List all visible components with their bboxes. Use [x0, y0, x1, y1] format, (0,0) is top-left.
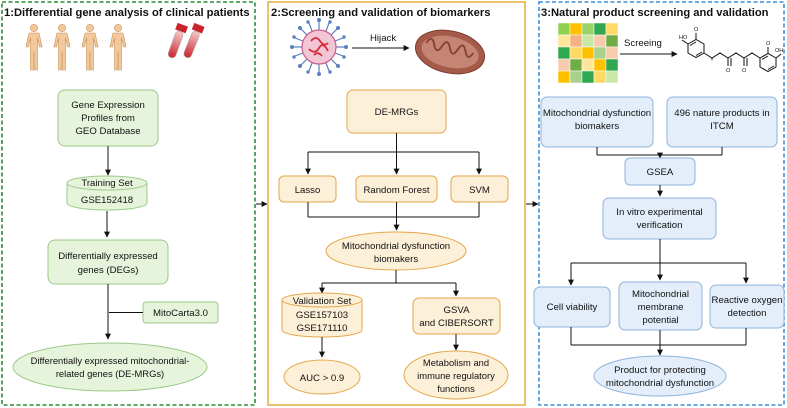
human-silhouette-icon [25, 24, 127, 71]
training-line1: Training Set [81, 178, 133, 189]
ros-line1: Reactive oxygen [712, 295, 783, 306]
panel1-title: 1:Differential gene analysis of clinical… [4, 7, 250, 19]
invitro-box [602, 197, 717, 240]
validation-line2: GSE157103 [296, 310, 348, 321]
mitocarta-label: MitoCarta3.0 [153, 308, 208, 319]
biomarkers-line2: biomakers [374, 254, 418, 265]
random-forest-label: Random Forest [363, 185, 429, 196]
product-line1: Product for protecting [614, 365, 706, 376]
mmp-line1: Mitochondrial [632, 289, 689, 300]
demrgs-line2: related genes (DE-MRGs) [56, 368, 164, 379]
metabolism-ellipse [403, 350, 509, 400]
svm-label: SVM [469, 185, 490, 196]
demrgs-line1: Differentially expressed mitochondrial- [31, 355, 190, 366]
mmp-line2: membrane [638, 302, 684, 313]
validation-set-cylinder [281, 292, 363, 338]
mitochondrion-icon [414, 29, 486, 75]
curcumin-o-mid2: O [742, 68, 747, 74]
panel3-title: 3:Natural product screening and validati… [541, 7, 769, 19]
invitro-line1: In vitro experimental [616, 207, 702, 218]
itcm-line1: 496 nature products in [674, 108, 769, 119]
cell-label: Cell viability [547, 302, 598, 313]
degs-line2: genes (DEGs) [78, 265, 139, 276]
mmp-line3: potential [642, 315, 678, 326]
panel1-border [1, 1, 256, 406]
product-ellipse [593, 355, 727, 397]
lasso-label: Lasso [295, 185, 321, 196]
heatmap-grid-icon [557, 22, 619, 84]
panel3-border [538, 1, 785, 406]
curcumin-oh-right: OH [775, 48, 783, 54]
degs-line1: Differentially expressed [58, 251, 158, 262]
metab-line2: immune regulatory [417, 370, 495, 381]
screeing-label: Screeing [624, 38, 662, 49]
mito-line1: Mitochondrial dysfunction [543, 108, 651, 119]
curcumin-structure-icon [681, 33, 782, 73]
blood-tube-icon [167, 22, 205, 59]
auc-label: AUC > 0.9 [300, 373, 345, 384]
curcumin-ho-left: HO [679, 35, 688, 41]
gsea-label: GSEA [647, 167, 674, 178]
ros-line2: detection [728, 308, 767, 319]
demrgs-box-label: DE-MRGs [375, 107, 419, 118]
product-line2: mitochondrial dysfunction [606, 378, 714, 389]
panel2-border [267, 1, 526, 406]
biomarkers-line1: Mitochondrial dysfunction [342, 241, 450, 252]
training-line2: GSE152418 [81, 195, 133, 206]
validation-line3: GSE171110 [297, 323, 348, 334]
cell-viability-box [533, 286, 611, 328]
degs-box [47, 239, 169, 285]
demrgs-ellipse [12, 342, 208, 392]
hijack-label: Hijack [370, 33, 396, 44]
gsva-line2: and CIBERSORT [419, 318, 494, 329]
curcumin-o-mid1: O [726, 68, 731, 74]
validation-line1: Validation Set [293, 296, 352, 307]
auc-ellipse [283, 359, 361, 395]
mito-line2: biomakers [575, 121, 619, 132]
curcumin-o-right: O [766, 41, 771, 47]
geo-line3: GEO Database [75, 126, 140, 137]
ros-box [709, 284, 785, 329]
geo-line2: Profiles from [81, 113, 135, 124]
geo-line1: Gene Expression [71, 100, 145, 111]
virus-icon [290, 18, 348, 76]
panel2-title: 2:Screening and validation of biomarkers [271, 7, 490, 19]
training-set-cylinder [66, 175, 148, 211]
invitro-line2: verification [637, 220, 683, 231]
gsva-line1: GSVA [444, 305, 471, 316]
curcumin-o-left: O [694, 27, 699, 33]
metab-line3: functions [437, 383, 475, 394]
metab-line1: Metabolism and [423, 357, 489, 368]
itcm-line2: ITCM [710, 121, 733, 132]
